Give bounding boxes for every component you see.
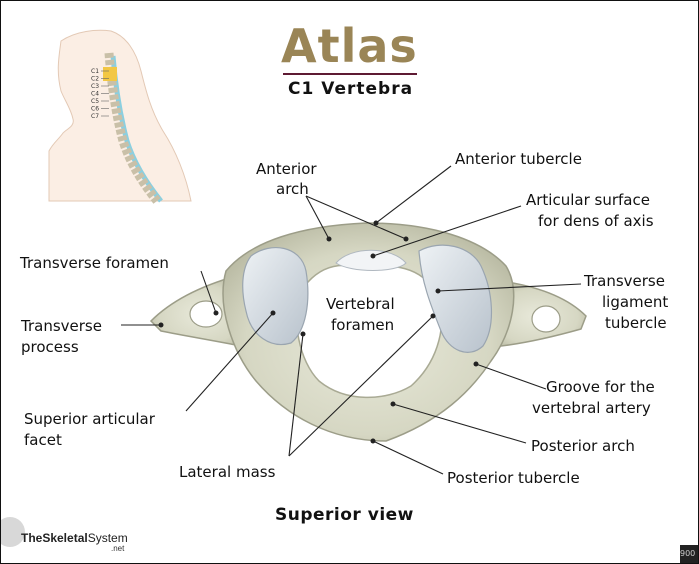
page-subtitle: C1 Vertebra (288, 79, 414, 99)
inset-label-c4: C4 (91, 91, 99, 98)
label-lateral-mass: Lateral mass (179, 463, 276, 481)
logo-suffix: .net (111, 544, 125, 553)
label-superior-facet-2: facet (24, 431, 62, 449)
label-groove-2: vertebral artery (532, 399, 651, 417)
label-anterior-arch-1: Anterior (256, 160, 317, 178)
leader-lines (121, 165, 582, 475)
label-articular-surface-1: Articular surface (526, 191, 650, 209)
label-vertebral-foramen-1: Vertebral (326, 295, 395, 313)
label-articular-surface-2: for dens of axis (538, 212, 654, 230)
c1-highlight (103, 67, 117, 81)
logo-brand: TheSkeletal (21, 531, 88, 545)
label-anterior-arch-2: arch (276, 180, 309, 198)
inset-label-c2: C2 (91, 76, 99, 83)
corner-badge: 900 (680, 545, 698, 563)
label-transverse-process-2: process (21, 338, 79, 356)
corner-circle-icon (1, 517, 25, 547)
label-vertebral-foramen-2: foramen (331, 316, 395, 334)
site-logo: TheSkeletalSystem (21, 531, 128, 545)
logo-brand-2: System (87, 531, 128, 545)
leader-dots (158, 220, 479, 444)
label-transverse-ligament-1: Transverse (584, 272, 665, 290)
inset-label-c1: C1 (91, 68, 99, 75)
label-superior-facet-1: Superior articular (24, 410, 155, 428)
inset-label-c7: C7 (91, 113, 99, 120)
inset-label-c3: C3 (91, 83, 99, 90)
label-transverse-ligament-3: tubercle (605, 314, 667, 332)
label-posterior-tubercle: Posterior tubercle (447, 469, 580, 487)
label-posterior-arch: Posterior arch (531, 437, 635, 455)
label-transverse-ligament-2: ligament (602, 293, 669, 311)
page-title: Atlas (281, 19, 418, 73)
title-underline (283, 73, 417, 75)
spine-inset (48, 29, 192, 204)
label-anterior-tubercle: Anterior tubercle (455, 150, 582, 168)
label-transverse-process-1: Transverse (21, 317, 102, 335)
inset-label-c6: C6 (91, 106, 99, 113)
view-caption: Superior view (275, 505, 414, 525)
atlas-bone (149, 222, 587, 442)
inset-label-c5: C5 (91, 98, 99, 105)
label-groove-1: Groove for the (546, 378, 655, 396)
label-transverse-foramen: Transverse foramen (20, 254, 169, 272)
